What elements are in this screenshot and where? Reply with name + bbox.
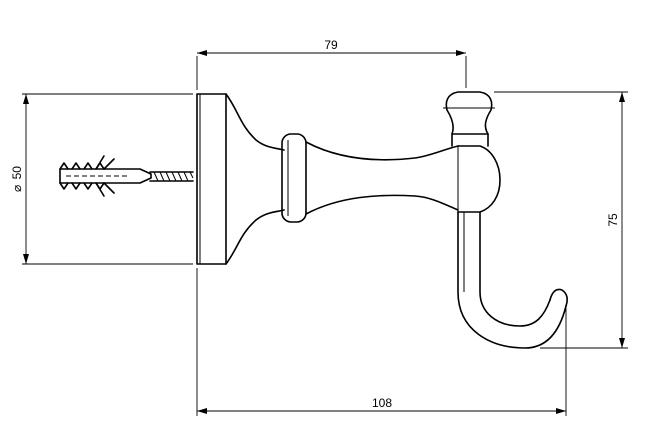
svg-text:⌀ 50: ⌀ 50 [10, 166, 24, 192]
dimension-total-width: 108 [197, 396, 566, 414]
dimension-label-75: 75 [606, 213, 620, 227]
dimension-diameter: ⌀ 50 [10, 94, 29, 264]
dimension-height: 75 [606, 92, 625, 348]
collar [281, 133, 307, 223]
dimension-label-50: 50 [10, 166, 24, 180]
dimension-label-79: 79 [324, 38, 338, 52]
base-plate [196, 93, 285, 265]
wall-plug [59, 155, 152, 197]
dimension-label-108: 108 [372, 396, 392, 410]
lower-hook [457, 211, 568, 349]
diameter-symbol: ⌀ [10, 185, 24, 192]
extension-lines [22, 56, 628, 416]
hook-knuckle [457, 145, 501, 213]
dimension-top-width: 79 [197, 38, 466, 56]
hook-arm [305, 141, 459, 215]
top-knob [443, 91, 495, 147]
screw [149, 171, 194, 182]
